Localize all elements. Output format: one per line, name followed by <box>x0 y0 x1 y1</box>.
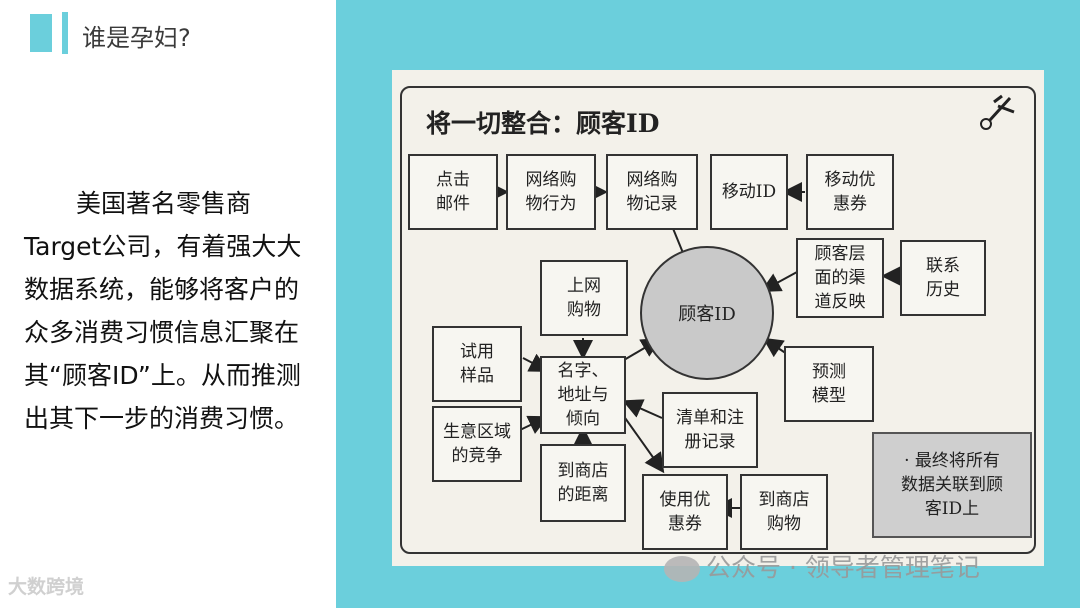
node-mobile-coupon: 移动优惠券 <box>806 154 894 230</box>
node-use-coupon: 使用优惠券 <box>642 474 728 550</box>
node-online-shop: 上网购物 <box>540 260 628 336</box>
node-mobile-id: 移动ID <box>710 154 788 230</box>
node-name-address: 名字、地址与倾向 <box>540 356 626 434</box>
customer-id-circle: 顾客ID <box>640 246 774 380</box>
diagram-frame <box>400 86 1036 554</box>
left-panel: 谁是孕妇? 美国著名零售商Target公司，有着强大大数据系统，能够将客户的众多… <box>0 0 336 608</box>
node-list-registration: 清单和注册记录 <box>662 392 758 468</box>
node-store-shopping: 到商店购物 <box>740 474 828 550</box>
node-click-mail: 点击邮件 <box>408 154 498 230</box>
watermark-left: 大数跨境 <box>8 576 85 598</box>
node-contact-history: 联系历史 <box>900 240 986 316</box>
node-business-competition: 生意区域的竞争 <box>432 406 522 482</box>
watermark-right-text: 公众号 · 领导者管理笔记 <box>706 553 980 582</box>
node-trial: 试用样品 <box>432 326 522 402</box>
node-web-record: 网络购物记录 <box>606 154 698 230</box>
slide-title: 谁是孕妇? <box>82 24 191 52</box>
title-accent-bar <box>62 12 68 54</box>
body-paragraph: 美国著名零售商Target公司，有着强大大数据系统，能够将客户的众多消费习惯信息… <box>24 189 302 433</box>
node-channel: 顾客层面的渠道反映 <box>796 238 884 318</box>
wechat-icon <box>664 556 700 582</box>
diagram-title: 将一切整合：顾客ID <box>426 109 660 138</box>
node-web-behavior: 网络购物行为 <box>506 154 596 230</box>
node-store-distance: 到商店的距离 <box>540 444 626 522</box>
title-accent-block <box>30 14 52 52</box>
node-final-note: · 最终将所有数据关联到顾客ID上 <box>872 432 1032 538</box>
watermark-right: 公众号 · 领导者管理笔记 <box>664 548 980 584</box>
node-predict-model: 预测模型 <box>784 346 874 422</box>
